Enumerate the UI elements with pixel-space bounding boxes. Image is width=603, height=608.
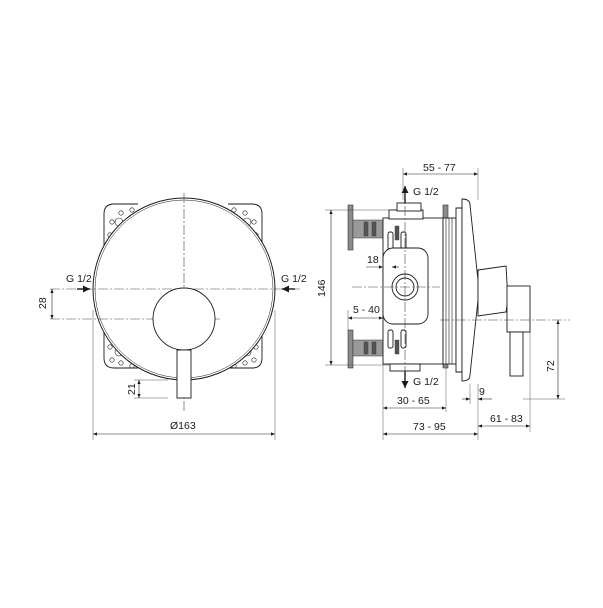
dim-61-83: 61 - 83 [490, 413, 523, 425]
dim-9: 9 [479, 386, 485, 398]
dim-73-95: 73 - 95 [413, 421, 446, 433]
dim-diameter: Ø163 [170, 420, 196, 432]
dim-146: 146 [316, 279, 328, 297]
dim-18: 18 [367, 254, 379, 266]
inlet-right-label: G 1/2 [281, 273, 307, 285]
dim-55-77: 55 - 77 [423, 162, 456, 174]
dim-21: 21 [126, 383, 138, 395]
dim-72: 72 [545, 360, 557, 372]
dim-30-65: 30 - 65 [397, 395, 430, 407]
inlet-left-label: G 1/2 [66, 273, 92, 285]
front-view: G 1/2 G 1/2 28 21 Ø163 [37, 193, 307, 440]
mounting-bracket-top-left [103, 203, 138, 248]
handle-lever [176, 349, 192, 399]
handle-knob [152, 287, 216, 351]
side-view: G 1/2 G 1/2 55 - 77 146 18 5 - 40 30 - 6… [316, 162, 570, 440]
outlet-bottom-label: G 1/2 [413, 376, 439, 388]
mounting-bracket-bottom-left [103, 330, 138, 369]
outlet-top-label: G 1/2 [413, 186, 439, 198]
dim-28: 28 [37, 297, 49, 309]
dim-5-40: 5 - 40 [353, 304, 380, 316]
